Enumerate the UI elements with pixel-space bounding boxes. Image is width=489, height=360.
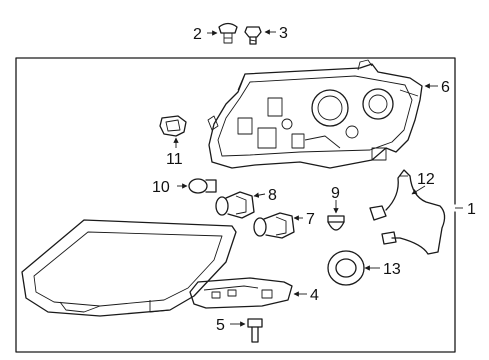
screw-part-5 [247, 318, 263, 343]
callout-13: 13 [383, 261, 401, 278]
callout-9: 9 [331, 185, 340, 202]
callout-7: 7 [306, 211, 315, 228]
callout-11: 11 [166, 151, 183, 168]
callout-leader-8 [253, 192, 266, 198]
bulb-part-8 [215, 191, 255, 219]
headlamp-housing-part-6 [207, 59, 423, 169]
callout-5: 5 [216, 317, 225, 334]
bracket-part-4 [189, 277, 293, 309]
callout-8: 8 [268, 187, 277, 204]
wiring-harness-part-12 [369, 169, 446, 255]
callout-leader-12 [411, 185, 426, 195]
callout-3: 3 [279, 25, 288, 42]
callout-12: 12 [417, 171, 435, 188]
headlamp-lens [21, 219, 237, 317]
callout-10: 10 [152, 179, 170, 196]
seal-ring-part-13 [327, 250, 365, 286]
assembly-frame [15, 57, 456, 353]
bulb-part-10 [188, 178, 217, 194]
clip-part-2 [218, 22, 238, 44]
socket-part-11 [159, 115, 187, 137]
callout-4: 4 [310, 287, 319, 304]
callout-2: 2 [193, 26, 202, 43]
bulb-part-7 [253, 212, 295, 239]
screw-part-3 [244, 26, 262, 45]
callout-1: 1 [467, 201, 476, 218]
callout-6: 6 [441, 79, 450, 96]
bulb-part-9 [327, 215, 345, 231]
